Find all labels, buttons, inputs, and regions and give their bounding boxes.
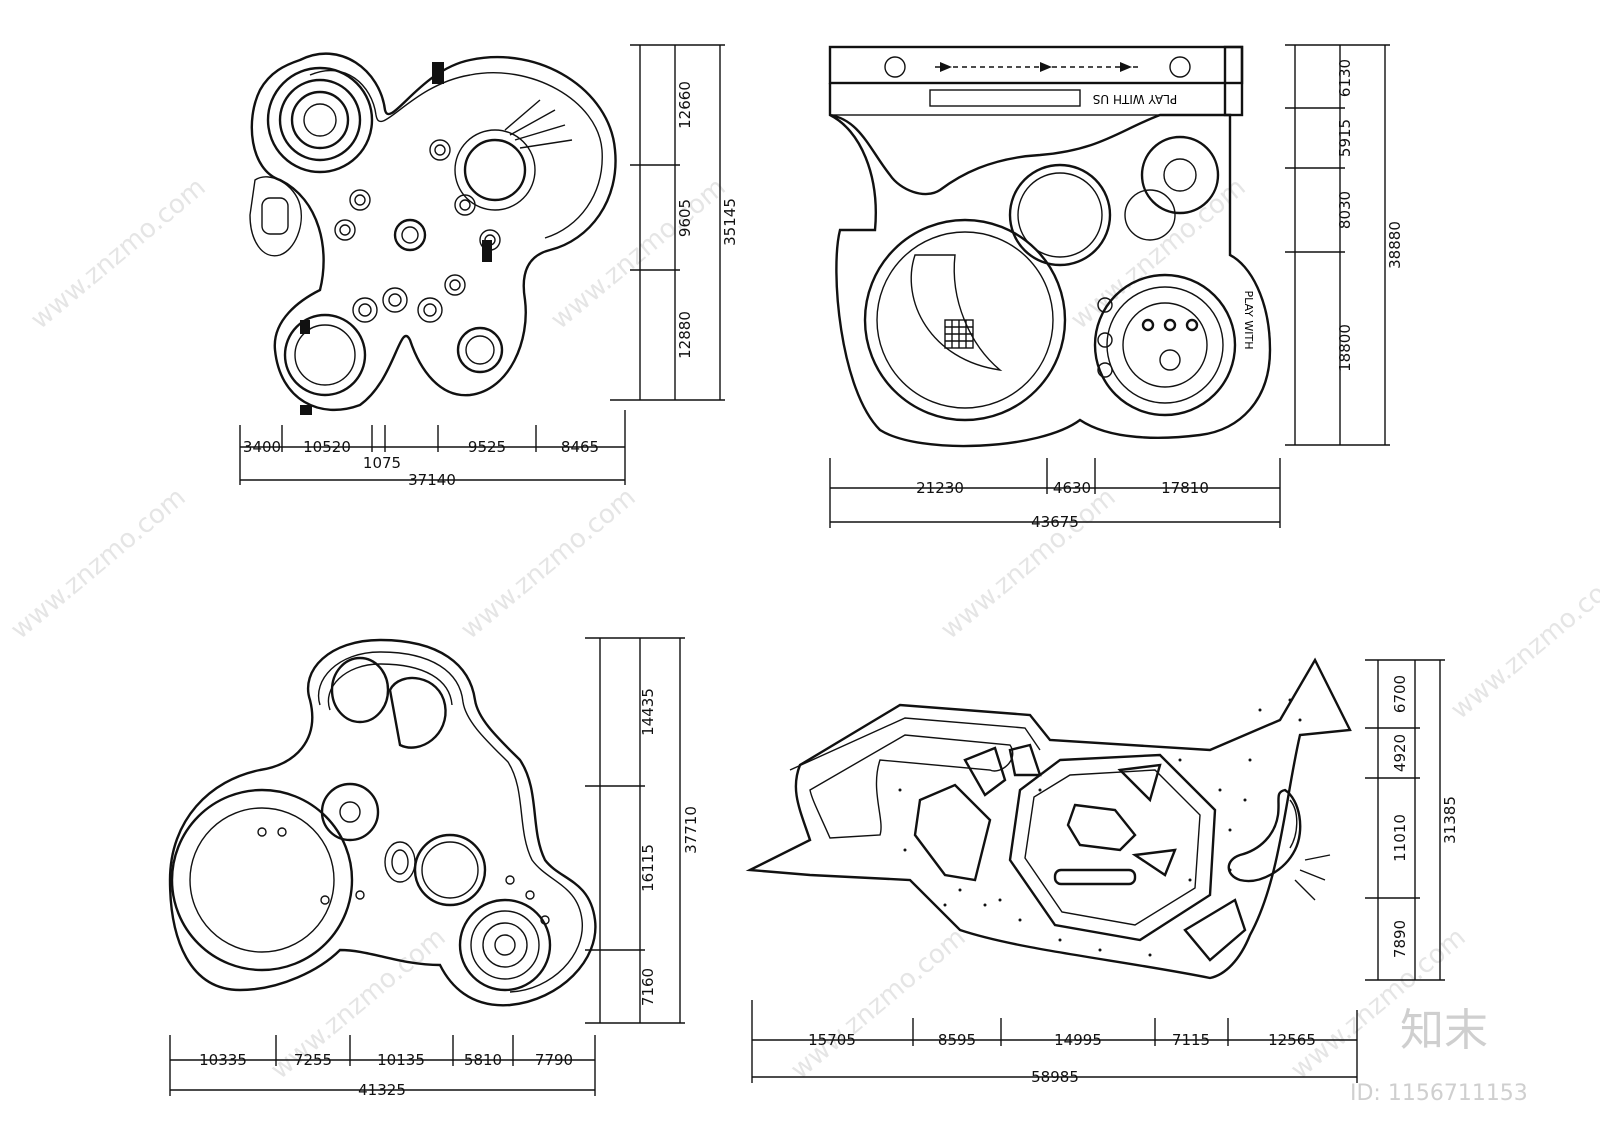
dimension-right: 14435 16115 7160 37710 xyxy=(585,637,700,1024)
side-text: PLAY WITH xyxy=(1242,290,1255,349)
watermark-text: www.znzmo.com xyxy=(5,482,191,645)
dimension-label: 21230 xyxy=(916,479,964,497)
dimension-label: 8030 xyxy=(1336,191,1354,229)
watermark-text: www.znzmo.com xyxy=(935,482,1121,645)
dimension-label: 6130 xyxy=(1336,59,1354,97)
hex-pad xyxy=(1183,898,1247,962)
plan-outline xyxy=(745,657,1352,980)
watermark-text: www.znzmo.com xyxy=(455,482,641,645)
dimension-label: 8595 xyxy=(938,1031,976,1049)
central-circle xyxy=(463,138,527,202)
watermark-text: www.znzmo.com xyxy=(1445,562,1600,725)
dimension-label: 17810 xyxy=(1161,479,1209,497)
dimension-label: 10135 xyxy=(377,1051,425,1069)
dimension-label: 8465 xyxy=(561,438,599,456)
dimension-label: 14435 xyxy=(639,688,657,736)
plan-bottom-left: 14435 16115 7160 37710 10335 7255 10135 … xyxy=(168,637,700,1099)
dimension-total: 41325 xyxy=(358,1081,406,1099)
dimension-label: 12880 xyxy=(676,311,694,359)
watermark-text: www.znzmo.com xyxy=(25,172,211,335)
snake-track xyxy=(1227,788,1302,883)
target-rings xyxy=(266,66,374,174)
yin-yang-pad xyxy=(1140,135,1220,215)
plan-outline xyxy=(828,83,1272,448)
planet-icon xyxy=(1169,56,1191,78)
dimension-label: 10520 xyxy=(303,438,351,456)
dimension-right: 6700 4920 11010 7890 31385 xyxy=(1365,659,1459,981)
brand-logo: 知末 xyxy=(1400,1005,1488,1056)
dimension-label: 4920 xyxy=(1391,734,1409,772)
plan-outline xyxy=(168,638,597,1007)
hex-pad xyxy=(913,783,992,882)
plan-top-left: 12660 9605 12880 35145 3400 10520 1075 9… xyxy=(239,44,739,489)
swirl-pattern xyxy=(334,139,501,323)
dimension-right: 6130 5915 8030 18800 38880 xyxy=(1285,44,1404,446)
dimension-label: 6700 xyxy=(1391,675,1409,713)
bowl xyxy=(283,313,367,397)
plan-outline xyxy=(250,52,617,411)
rocket-icon xyxy=(884,56,906,78)
dimension-bottom: 10335 7255 10135 5810 7790 41325 xyxy=(169,1035,596,1099)
dimension-bottom: 3400 10520 1075 9525 8465 37140 xyxy=(239,410,626,489)
dimension-label: 16115 xyxy=(639,844,657,892)
ring-pad xyxy=(413,833,487,907)
dimension-label: 12660 xyxy=(676,81,694,129)
game-disc xyxy=(1093,273,1237,417)
plan-top-right: PLAY WITH US PLAY WITH xyxy=(828,44,1404,531)
plan-bottom-right: 6700 4920 11010 7890 31385 15705 8595 14… xyxy=(745,657,1459,1086)
dimension-label: 5810 xyxy=(464,1051,502,1069)
dimension-label: 14995 xyxy=(1054,1031,1102,1049)
watermark-text: www.znzmo.com xyxy=(545,172,731,335)
image-id-label: ID: 1156711153 xyxy=(1350,1081,1528,1106)
pool xyxy=(170,788,354,972)
dimension-label: 7790 xyxy=(535,1051,573,1069)
large-sphere xyxy=(863,218,1067,422)
dimension-total: 38880 xyxy=(1386,221,1404,269)
watermark-text: www.znzmo.com xyxy=(785,922,971,1085)
dimension-total: 31385 xyxy=(1441,796,1459,844)
disc xyxy=(456,326,504,374)
dimension-label: 7160 xyxy=(639,968,657,1006)
pod xyxy=(330,656,390,724)
dimension-label: 9605 xyxy=(676,199,694,237)
star-dots xyxy=(898,698,1302,957)
octagon-zone xyxy=(1008,753,1217,942)
dimension-label: 18800 xyxy=(1336,324,1354,372)
grid-net xyxy=(944,319,974,349)
dimension-label: 10335 xyxy=(199,1051,247,1069)
dimension-label: 11010 xyxy=(1391,814,1409,862)
middle-circle xyxy=(1008,163,1112,267)
dimension-right: 12660 9605 12880 35145 xyxy=(610,44,739,401)
spinner-disc xyxy=(320,782,380,842)
dimension-total: 43675 xyxy=(1031,513,1079,531)
dimension-bottom: 15705 8595 14995 7115 12565 58985 xyxy=(751,1000,1358,1086)
dimension-label: 3400 xyxy=(243,438,281,456)
target-rings xyxy=(458,898,552,992)
dimension-label: 9525 xyxy=(468,438,506,456)
dimension-total: 58985 xyxy=(1031,1068,1079,1086)
dimension-label: 7890 xyxy=(1391,920,1409,958)
dimension-bottom: 21230 4630 17810 43675 xyxy=(829,458,1281,531)
dimension-label: 7255 xyxy=(294,1051,332,1069)
dimension-label: 12565 xyxy=(1268,1031,1316,1049)
dimension-label: 4630 xyxy=(1053,479,1091,497)
dimension-label: 7115 xyxy=(1172,1031,1210,1049)
dimension-label: 1075 xyxy=(363,454,401,472)
banner-text: PLAY WITH US xyxy=(1093,92,1178,106)
watermark-layer: www.znzmo.com www.znzmo.com www.znzmo.co… xyxy=(5,172,1600,1106)
dimension-label: 5915 xyxy=(1336,119,1354,157)
dimension-total: 37710 xyxy=(682,806,700,854)
dimension-total: 37140 xyxy=(408,471,456,489)
dimension-total: 35145 xyxy=(721,198,739,246)
dimension-label: 15705 xyxy=(808,1031,856,1049)
